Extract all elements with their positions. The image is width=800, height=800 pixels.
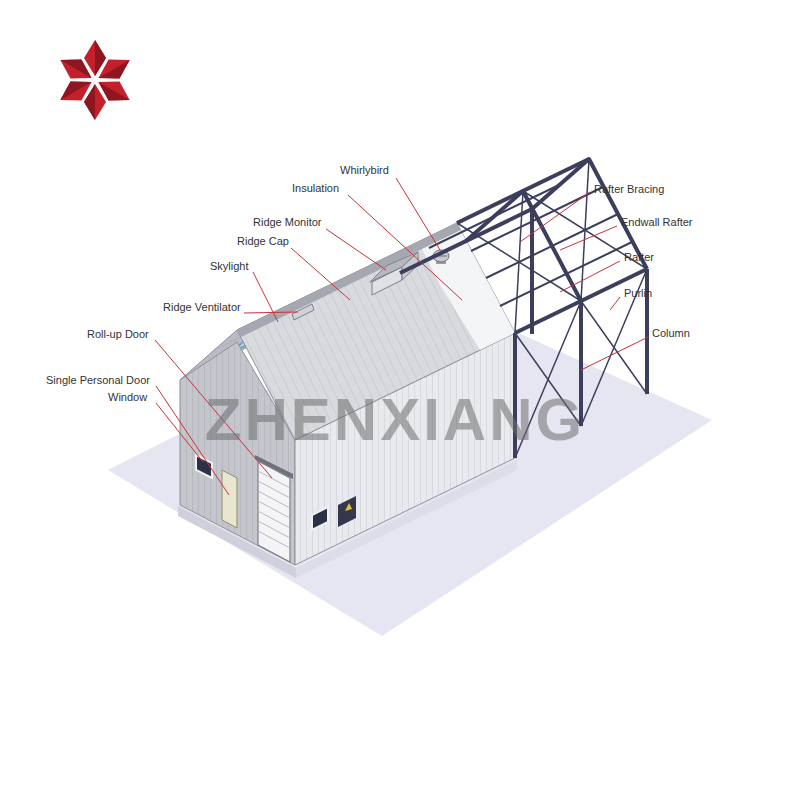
part-label: Insulation [292, 182, 339, 195]
sign [338, 496, 356, 527]
personal-door [222, 470, 237, 528]
part-label: Whirlybird [340, 164, 389, 177]
watermark: ZHENXIANG [205, 388, 585, 452]
ridge-monitor [370, 252, 418, 295]
logo [55, 40, 135, 120]
part-label: Roll-up Door [87, 328, 149, 341]
window [312, 507, 328, 530]
part-label: Endwall Rafter [621, 216, 693, 229]
part-label: Rafter [624, 251, 654, 264]
ridge-cap [237, 223, 461, 337]
part-label: Ridge Ventilator [163, 301, 241, 314]
purlin [429, 184, 632, 306]
part-label: Ridge Monitor [253, 216, 321, 229]
part-label: Skylight [210, 260, 249, 273]
leader-line [155, 178, 648, 495]
part-label: Window [108, 391, 147, 404]
part-label: Ridge Cap [237, 235, 289, 248]
roll-up-door [258, 461, 290, 562]
part-label: Rafter Bracing [594, 183, 664, 196]
part-label: Purlin [624, 287, 652, 300]
part-label: Single Personal Door [46, 374, 150, 387]
part-label: Column [652, 327, 690, 340]
